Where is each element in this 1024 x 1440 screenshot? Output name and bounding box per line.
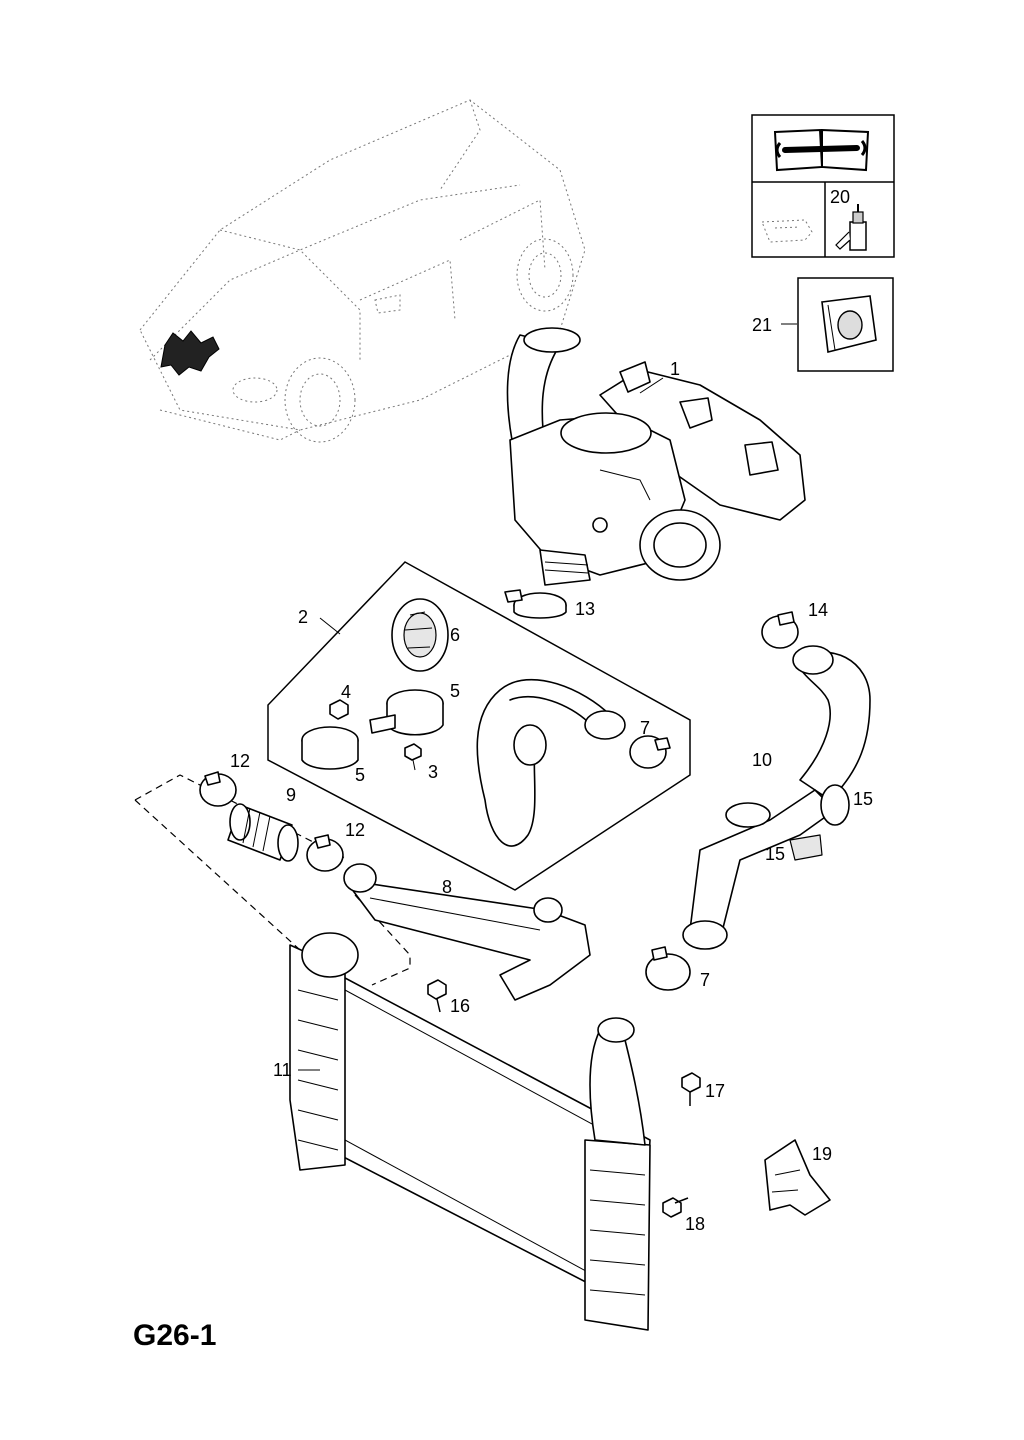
- callout-13: 13: [575, 599, 595, 619]
- turbocharger-assembly: 1: [506, 327, 806, 586]
- clamp-5-lower: [301, 726, 359, 770]
- callout-17: 17: [705, 1081, 725, 1101]
- hose-9: [227, 803, 299, 862]
- seal-ring-6: [391, 598, 449, 672]
- callout-4: 4: [341, 682, 351, 702]
- callout-2: 2: [298, 607, 308, 627]
- reference-box: 20: [751, 114, 895, 258]
- bracket-19: [764, 1139, 831, 1216]
- callout-14: 14: [808, 600, 828, 620]
- callout-21: 21: [752, 315, 772, 335]
- callout-16: 16: [450, 996, 470, 1016]
- sealant-bottle-icon: [835, 204, 867, 251]
- bolt-16: [427, 979, 447, 1013]
- nut-4: [329, 699, 349, 720]
- callout-7a: 7: [640, 718, 650, 738]
- callout-12b: 12: [345, 820, 365, 840]
- bolt-17: [681, 1072, 701, 1106]
- bolt-18: [662, 1197, 689, 1218]
- callout-5b: 5: [355, 765, 365, 785]
- callout-7b: 7: [700, 970, 710, 990]
- clamp-15-upper: [820, 784, 850, 826]
- callout-1: 1: [670, 359, 680, 379]
- clamp-12-lower: [306, 834, 344, 872]
- hose-10: [682, 645, 871, 950]
- callout-20: 20: [830, 187, 850, 207]
- clamp-14: [761, 611, 799, 649]
- callout-8: 8: [442, 877, 452, 897]
- callout-15b: 15: [765, 844, 785, 864]
- sheet-code: G26-1: [133, 1319, 216, 1352]
- callout-9: 9: [286, 785, 296, 805]
- book-wrench-icon: [773, 128, 870, 172]
- callout-15a: 15: [853, 789, 873, 809]
- gasket-outline-icon: [761, 219, 813, 243]
- part-21-box: 21: [752, 277, 894, 372]
- callout-18: 18: [685, 1214, 705, 1234]
- callout-11: 11: [273, 1060, 292, 1080]
- clamp-12-upper: [199, 771, 237, 807]
- pipe-8: [343, 863, 591, 1001]
- callout-3: 3: [428, 762, 438, 782]
- callout-10: 10: [752, 750, 772, 770]
- callout-6: 6: [450, 625, 460, 645]
- gasket-icon: [821, 295, 877, 353]
- clamp-7-kit: [629, 735, 671, 769]
- callout-19: 19: [812, 1144, 832, 1164]
- clamp-13: 13: [504, 589, 595, 619]
- callout-12a: 12: [230, 751, 250, 771]
- kit-2-box: 2 6 4 5 5 3: [267, 561, 691, 891]
- clamp-7: [645, 946, 691, 991]
- clamp-15-lower: [725, 802, 771, 828]
- callout-5a: 5: [450, 681, 460, 701]
- engine-location-marker: [160, 330, 220, 376]
- hose-2: [476, 679, 626, 847]
- intercooler-11: [289, 932, 651, 1331]
- bracket-clamp-5-upper: [369, 689, 444, 736]
- vehicle-locator-sketch: [139, 99, 586, 443]
- bolt-3: [404, 743, 422, 771]
